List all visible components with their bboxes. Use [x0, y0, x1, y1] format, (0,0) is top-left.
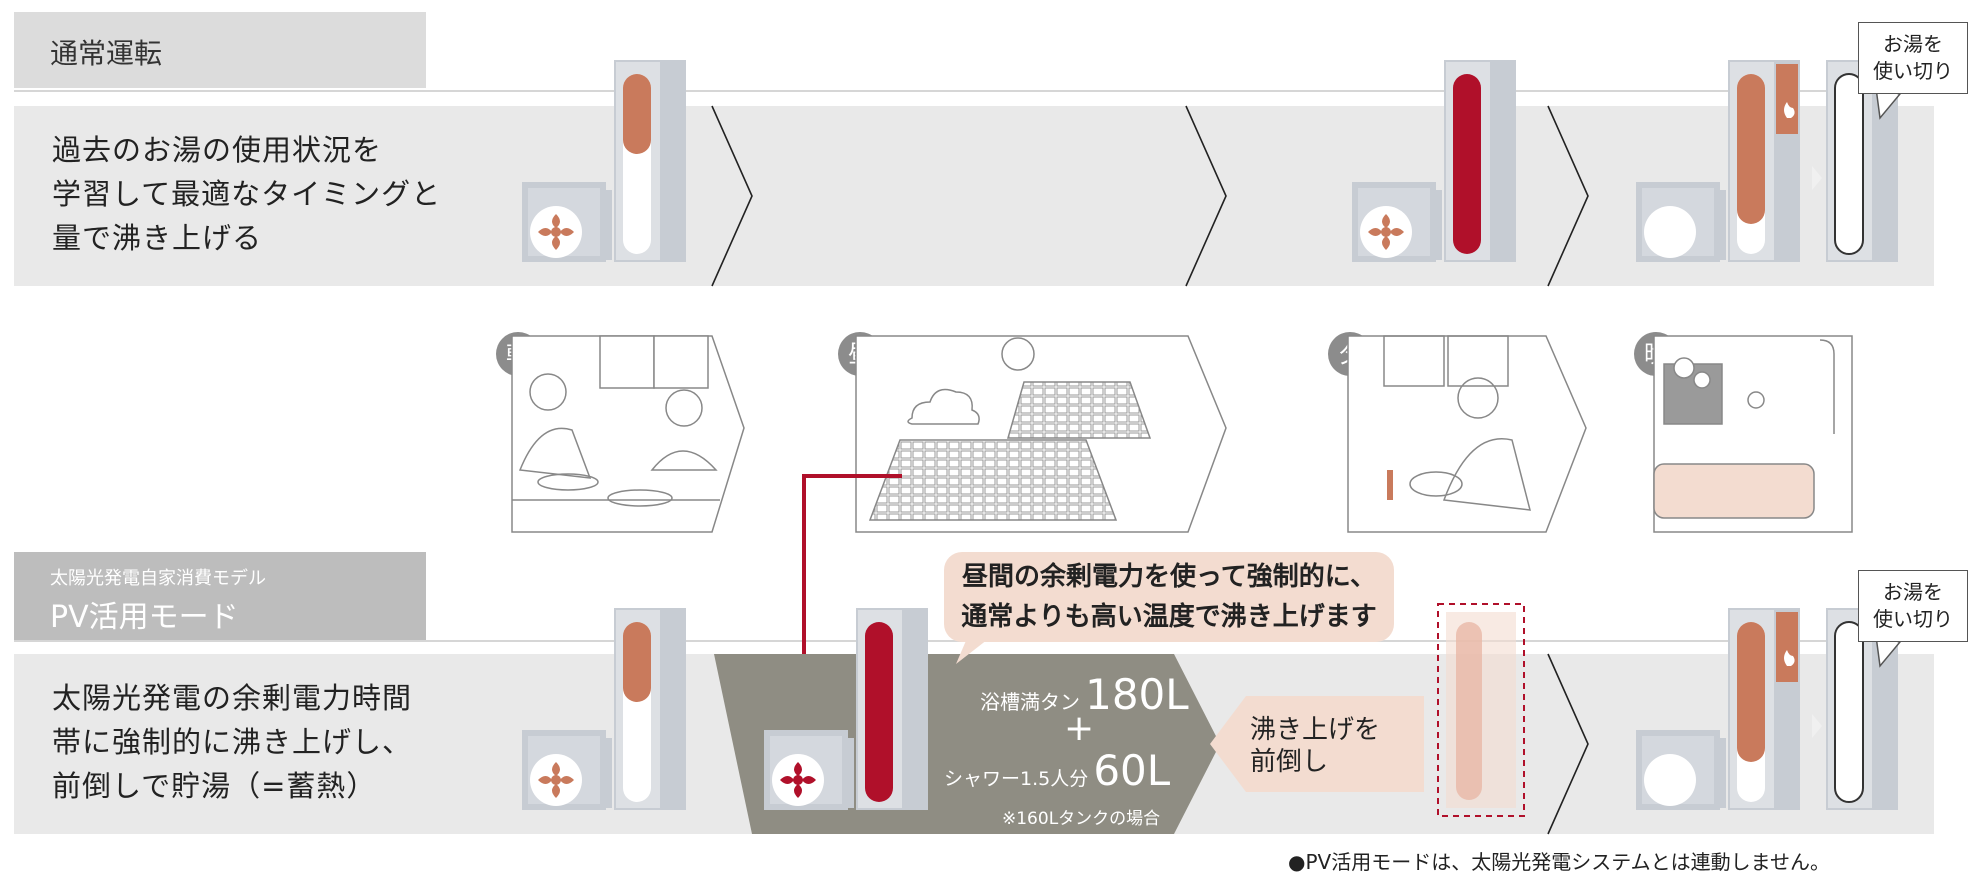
faded-tank: [1437, 603, 1525, 817]
capacity-plus: +: [1064, 708, 1095, 749]
shower-value: 60L: [1093, 746, 1171, 795]
normal-description: 過去のお湯の使用状況を 学習して最適なタイミングと 量で沸き上げる: [52, 128, 441, 260]
normal-chevrons: [711, 105, 1589, 287]
normal-mode-tab-label: 通常運転: [50, 37, 163, 70]
capacity-footnote: ※160Lタンクの場合: [1002, 809, 1161, 829]
bath-label: 浴槽満タン: [980, 690, 1080, 714]
fan-icon-red: [780, 762, 816, 798]
normal-top-line: [14, 90, 1934, 92]
normal-desc-line-3: 量で沸き上げる: [52, 221, 263, 255]
use-up-callout-pv-line2: 使い切り: [1873, 607, 1953, 631]
bubble-line-1: 昼間の余剰電力を使って強制的に、: [962, 562, 1376, 592]
advance-label-line1: 沸き上げを: [1250, 715, 1381, 745]
normal-unit-1: [522, 60, 686, 262]
pv-mode-tab-label: PV活用モード: [50, 600, 239, 635]
normal-unit-2: [1352, 60, 1516, 262]
morning-scene: [511, 335, 745, 533]
pv-desc-line-2: 帯に強制的に沸き上げし、: [52, 725, 413, 759]
footer-note: ●PV活用モードは、太陽光発電システムとは連動しません。: [1288, 850, 1830, 874]
pv-description: 太陽光発電の余剰電力時間 帯に強制的に沸き上げし、 前倒しで貯湯（=蓄熱）: [52, 676, 412, 808]
use-up-callout-top: お湯を 使い切り: [1858, 22, 1968, 94]
flame-icon-top: [1784, 102, 1795, 118]
capacity-shower-row: シャワー1.5人分 60L: [944, 746, 1170, 795]
pv-unit-3: [1636, 608, 1898, 810]
shower-label: シャワー1.5人分: [944, 768, 1089, 790]
normal-desc-line-1: 過去のお湯の使用状況を: [52, 133, 383, 167]
normal-mode-tab: 通常運転: [14, 12, 426, 88]
bath-value: 180L: [1085, 670, 1189, 719]
noon-scene: [855, 335, 1227, 533]
use-up-callout-pv-line1: お湯を: [1883, 580, 1943, 604]
night-scene: [1653, 335, 1853, 533]
capacity-bath-row: 浴槽満タン 180L: [980, 670, 1189, 719]
advance-label: 沸き上げを 前倒し: [1250, 714, 1380, 778]
advance-arrow: [1210, 696, 1424, 792]
pv-unit-2: [764, 608, 928, 810]
pv-mode-tab-sub: 太陽光発電自家消費モデル: [50, 568, 266, 589]
bubble-tail: [956, 636, 992, 664]
normal-desc-line-2: 学習して最適なタイミングと: [52, 177, 442, 211]
surplus-power-bubble: 昼間の余剰電力を使って強制的に、 通常よりも高い温度で沸き上げます: [944, 552, 1394, 642]
pv-desc-line-3: 前倒しで貯湯（=蓄熱）: [52, 769, 377, 803]
pv-desc-line-1: 太陽光発電の余剰電力時間: [52, 681, 413, 715]
bubble-line-2: 通常よりも高い温度で沸き上げます: [961, 602, 1377, 632]
pv-unit-1: [522, 608, 686, 810]
use-up-callout-top-line1: お湯を: [1883, 32, 1943, 56]
fan-icons: [538, 214, 1404, 798]
pv-chevron: [1547, 653, 1589, 835]
pv-mode-tab: 太陽光発電自家消費モデル PV活用モード: [14, 552, 426, 640]
advance-label-line2: 前倒し: [1250, 747, 1329, 777]
use-up-callout-top-line2: 使い切り: [1873, 59, 1953, 83]
use-up-callout-pv: お湯を 使い切り: [1858, 570, 1968, 642]
normal-band: [14, 106, 1934, 286]
flame-icon-pv: [1784, 650, 1795, 666]
evening-scene: [1347, 335, 1587, 533]
